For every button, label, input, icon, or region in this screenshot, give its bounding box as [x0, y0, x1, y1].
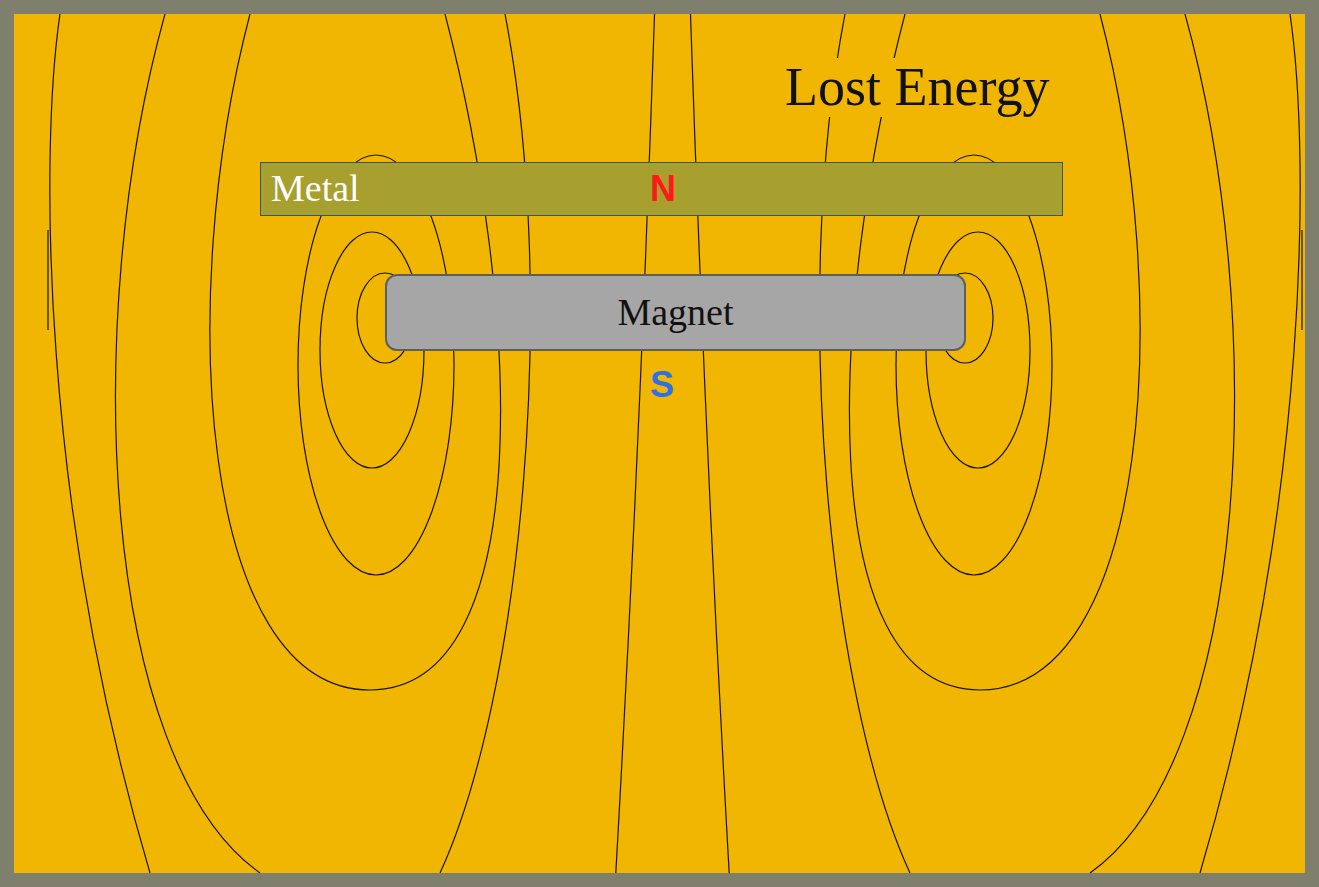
pole-label: S: [647, 365, 677, 405]
metal-bar: Metal N: [260, 162, 1063, 216]
part-name: Magnet: [617, 292, 733, 334]
pole-label: N: [650, 169, 676, 209]
title: Lost Energy: [781, 58, 1053, 117]
background: Lost EnergyMetal N MagnetS: [14, 14, 1305, 873]
magnet-bar: Magnet: [385, 274, 966, 351]
field-lines: [14, 14, 1305, 873]
part-name: Metal: [271, 168, 360, 210]
